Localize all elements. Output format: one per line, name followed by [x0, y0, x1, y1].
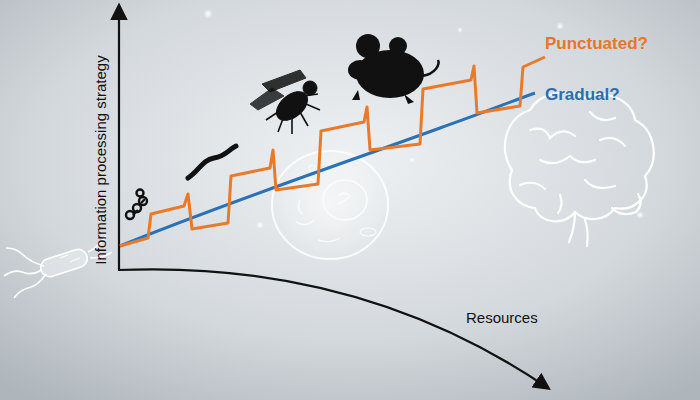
curve-label-box: Gradual? — [545, 85, 620, 105]
axis-title: Resources — [466, 309, 538, 326]
axis-title: Information processing strategy — [92, 55, 109, 264]
brain-icon — [505, 93, 654, 246]
curve-label: Punctuated? — [545, 34, 648, 53]
fly-icon — [250, 70, 320, 134]
axis-title-box: Resources — [466, 309, 538, 326]
colony-icon — [126, 190, 147, 220]
curve-label-box: Punctuated? — [545, 34, 648, 54]
worm-icon — [188, 146, 236, 178]
axes — [118, 6, 548, 388]
cell-icon — [266, 141, 394, 269]
mouse-icon — [348, 34, 438, 104]
gradual-curve — [120, 93, 535, 246]
axis-title-box: Information processing strategy — [92, 55, 109, 264]
punctuated-curve — [120, 57, 545, 246]
curve-label: Gradual? — [545, 85, 620, 104]
